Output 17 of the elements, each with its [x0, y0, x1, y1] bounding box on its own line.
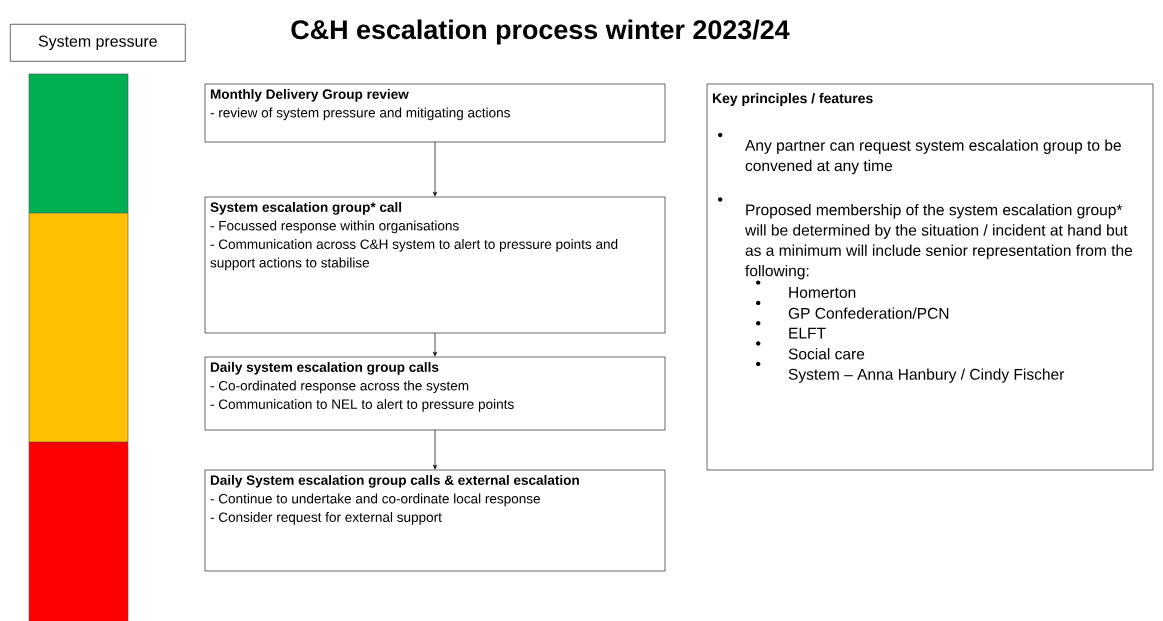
- process-box: Monthly Delivery Group review - review of system pressure and mitigating actions: [204, 83, 666, 143]
- process-box: Daily system escalation group calls - Co-ordinated response across the system - Communication to NEL to alert to pressure points: [204, 356, 666, 431]
- arrow: [432, 141, 438, 197]
- bullet-item: ELFT: [756, 321, 826, 339]
- process-box: Daily System escalation group calls & external escalation - Continue to undertake and co-ordinate local response - Consider request for external support: [204, 469, 666, 572]
- bullet-item: Social care: [756, 341, 865, 360]
- bullet-item: Homerton: [756, 280, 856, 298]
- process-box: System escalation group* call - Focussed response within organisations - Communication across C&H system to alert to pressure points and support actions to stabilise: [204, 196, 666, 334]
- bullet-item: Proposed membership of the system escalation group* will be determined by the situation / incident at hand but as a minimum will include senior representation from the following:: [718, 197, 1133, 280]
- title: C&H escalation process winter 2023/24: [291, 19, 790, 45]
- label-box: System pressure: [10, 24, 186, 62]
- arrow: [432, 332, 438, 357]
- bullet-item: Any partner can request system escalation group to be convened at any time: [718, 132, 1121, 175]
- arrow: [432, 429, 438, 470]
- bullet-item: GP Confederation/PCN: [756, 300, 949, 319]
- principles-box: Key principles / features Any partner can request system escalation group to be convened at any time Proposed membership of the system escalation group* will be determined by the situation / incident at hand but as a minimum will include senior representation from the following: Homerton GP Confederation/PCN ELFT Social care System – Anna Hanbury / Cindy Fischer: [706, 83, 1154, 471]
- bullet-item: System – Anna Hanbury / Cindy Fischer: [756, 361, 1065, 383]
